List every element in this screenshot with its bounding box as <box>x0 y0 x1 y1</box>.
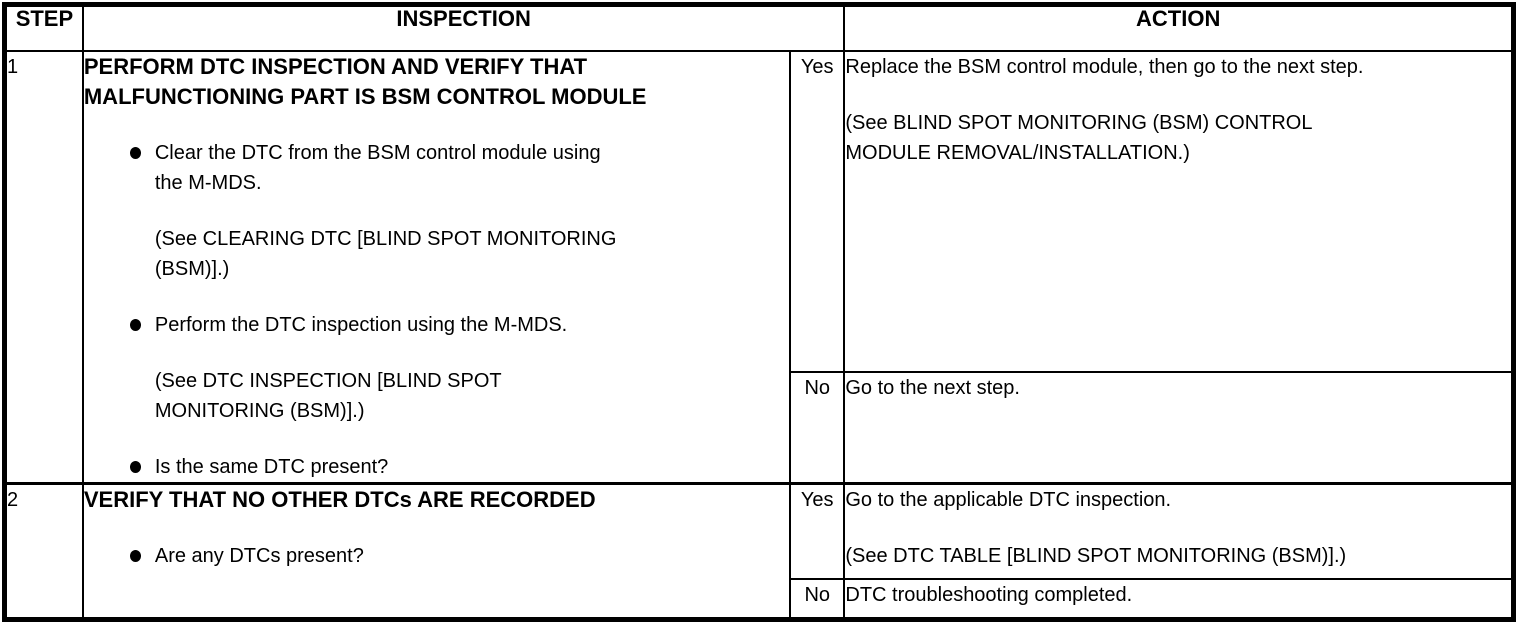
see-reference: (See DTC INSPECTION [BLIND SPOT MONITORI… <box>154 369 502 422</box>
inspection-column-header: INSPECTION <box>81 3 846 52</box>
bullet-text: Clear the DTC from the BSM control modul… <box>154 141 601 194</box>
action-text: DTC troubleshooting completed. <box>845 583 1133 606</box>
step2-no-row: No DTC troubleshooting completed. <box>5 577 1515 621</box>
bullet-item: Perform the DTC inspection using the M-M… <box>85 310 788 426</box>
action-text: Replace the BSM control module, then go … <box>845 55 1364 78</box>
step1-number-cell: 1 <box>3 49 84 485</box>
bullet-icon <box>129 460 141 473</box>
step2-no-action-cell: DTC troubleshooting completed. <box>843 577 1515 621</box>
table-header-row: STEP INSPECTION ACTION <box>3 3 1515 52</box>
step1-bullet-list: Clear the DTC from the BSM control modul… <box>85 138 788 482</box>
action-column-header: ACTION <box>843 3 1515 52</box>
bullet-item: Is the same DTC present? <box>85 452 788 482</box>
bullet-icon <box>129 146 141 159</box>
bullet-icon <box>129 318 141 331</box>
step2-yes-row: 2 VERIFY THAT NO OTHER DTCs ARE RECORDED… <box>3 482 1515 621</box>
action-text: Go to the applicable DTC inspection. <box>845 489 1172 511</box>
step1-yes-cell: Yes <box>789 49 846 373</box>
step1-yes-row: 1 PERFORM DTC INSPECTION AND VERIFY THAT… <box>3 49 1515 485</box>
step2-inspection-cell: VERIFY THAT NO OTHER DTCs ARE RECORDED A… <box>81 482 792 621</box>
step1-inspection-title: PERFORM DTC INSPECTION AND VERIFY THAT M… <box>83 53 647 109</box>
action-text: Go to the next step. <box>845 376 1020 399</box>
bullet-item: Are any DTCs present? <box>85 541 788 571</box>
step2-yes-cell: Yes <box>789 482 846 580</box>
step2-inspection-title: VERIFY THAT NO OTHER DTCs ARE RECORDED <box>83 487 596 512</box>
see-reference: (See CLEARING DTC [BLIND SPOT MONITORING… <box>154 227 617 280</box>
step2-yes-action-cell: Go to the applicable DTC inspection. (Se… <box>843 482 1515 580</box>
bullet-text: Are any DTCs present? <box>154 545 364 567</box>
step1-yes-action-cell: Replace the BSM control module, then go … <box>843 49 1515 373</box>
step1-no-row: No Go to the next step. <box>5 370 1515 485</box>
see-reference: (See DTC TABLE [BLIND SPOT MONITORING (B… <box>845 545 1347 567</box>
see-reference: (See BLIND SPOT MONITORING (BSM) CONTROL… <box>845 111 1313 164</box>
dtc-troubleshooting-table: STEP INSPECTION ACTION 1 PERFORM DTC INS… <box>2 2 1516 622</box>
bullet-text: Is the same DTC present? <box>154 455 389 478</box>
step2-no-cell: No <box>789 577 846 621</box>
step1-no-action-cell: Go to the next step. <box>843 370 1515 485</box>
step1-inspection-cell: PERFORM DTC INSPECTION AND VERIFY THAT M… <box>81 49 792 485</box>
bullet-item: Clear the DTC from the BSM control modul… <box>85 138 788 284</box>
step2-number-cell: 2 <box>3 482 84 621</box>
step-column-header: STEP <box>3 3 84 52</box>
bullet-text: Perform the DTC inspection using the M-M… <box>154 313 568 336</box>
bullet-icon <box>129 550 141 562</box>
step2-bullet-list: Are any DTCs present? <box>85 541 788 571</box>
step1-no-cell: No <box>789 370 846 485</box>
